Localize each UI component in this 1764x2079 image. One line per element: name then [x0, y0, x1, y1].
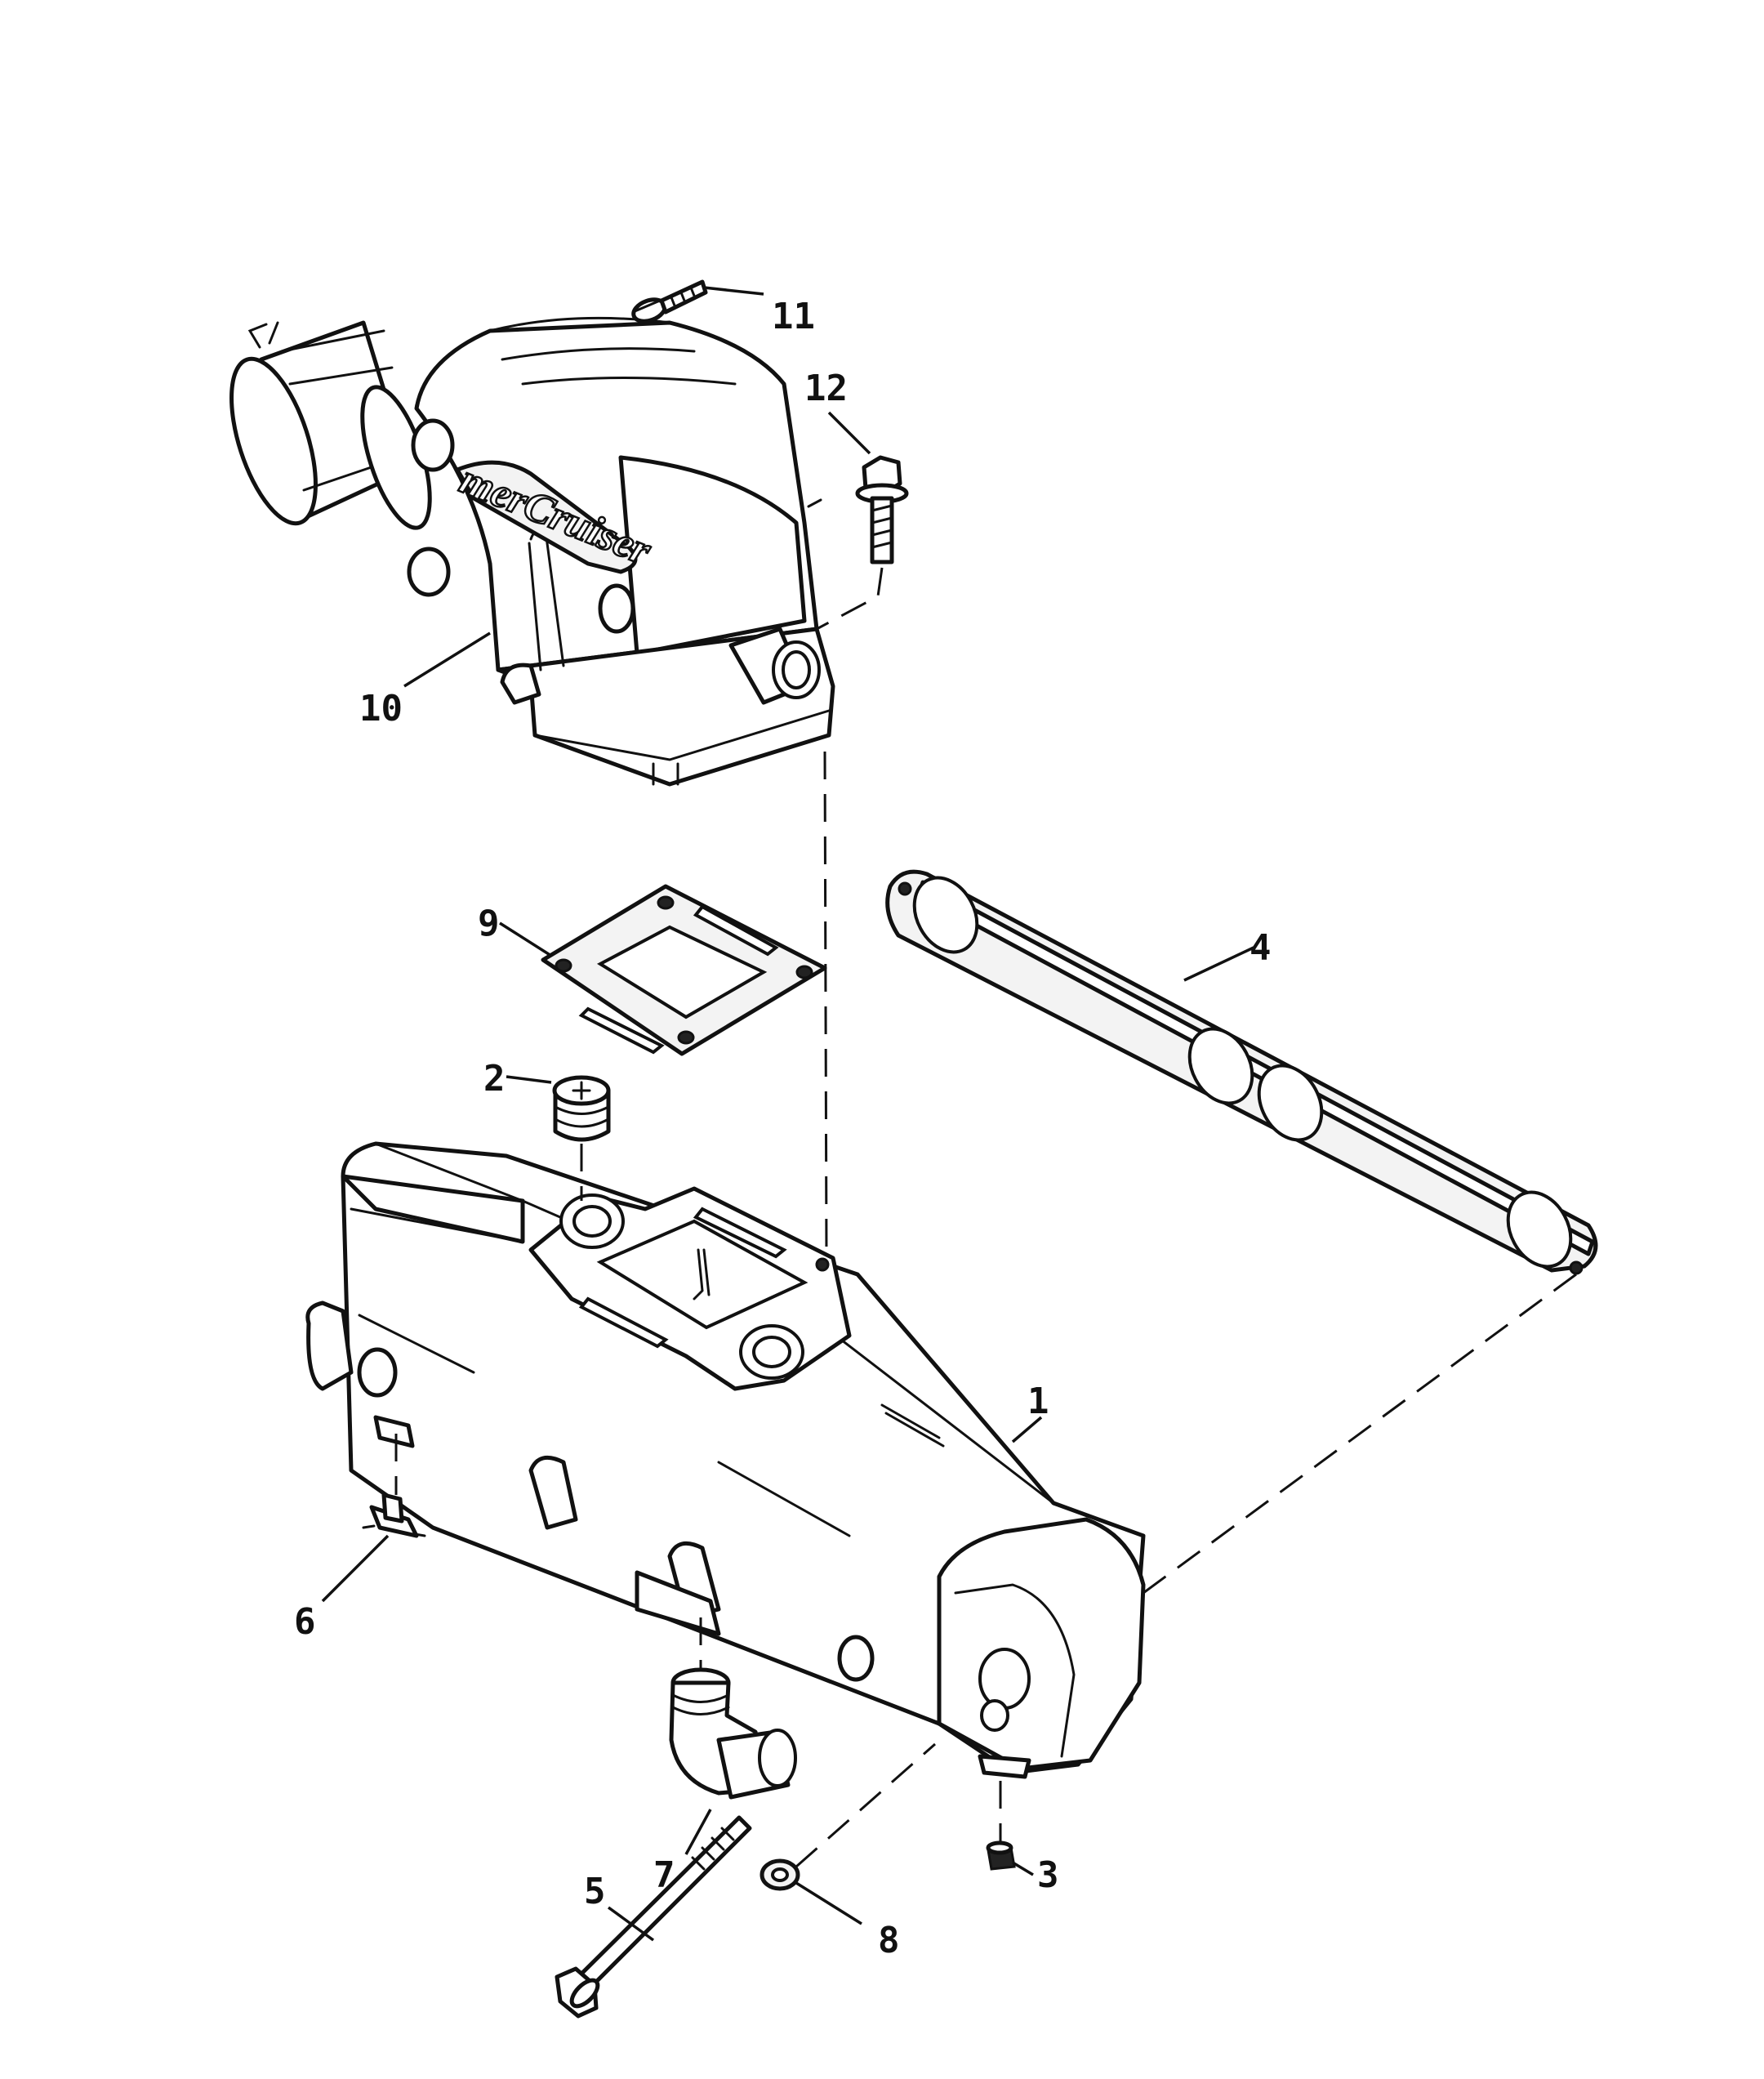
elbow-fitting-part-7: [669, 1667, 797, 1800]
callout-3: 3: [1037, 1854, 1059, 1896]
callout-2: 2: [483, 1058, 506, 1100]
callout-11: 11: [772, 296, 815, 337]
callout-12: 12: [804, 368, 848, 409]
callout-4: 4: [1250, 927, 1272, 969]
callout-8: 8: [878, 1920, 900, 1961]
plug-part-3: [986, 1840, 1016, 1871]
callout-5: 5: [584, 1871, 606, 1912]
exhaust-manifold-part-1: [305, 1141, 1146, 1779]
exhaust-elbow-part-10: merCruiser: [229, 316, 835, 787]
plug-part-2: [552, 1075, 611, 1142]
washer-part-8: [760, 1858, 800, 1891]
fitting-part-6: [362, 1492, 426, 1538]
callout-10: 10: [359, 688, 403, 729]
gasket-part-9: [541, 884, 827, 1056]
callout-9: 9: [478, 903, 500, 944]
leader-lines: [321, 286, 1254, 1942]
callout-7: 7: [653, 1854, 675, 1896]
screw-part-11: [631, 279, 708, 323]
callout-6: 6: [294, 1601, 316, 1643]
bolt-part-5: [555, 1815, 752, 2019]
callout-1: 1: [1027, 1381, 1049, 1422]
bolt-part-12: [855, 455, 909, 564]
callout-labels: 11 12 10 9 2 4 1 6 7 3 8 5: [294, 296, 1272, 1961]
assembly-lines: [394, 299, 1577, 1868]
manifold-gasket-part-4: [885, 869, 1598, 1275]
